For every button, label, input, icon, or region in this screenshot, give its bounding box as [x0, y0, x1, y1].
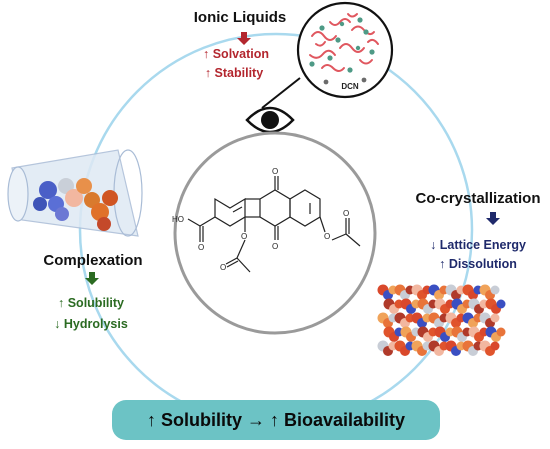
dcn-label: DCN [341, 82, 359, 91]
ionic-liquid-bubble [261, 1, 394, 109]
cocrystal-title: Co-crystallization [415, 190, 540, 207]
bioavailability-banner: ↑ Solubility → ↑ Bioavailability [112, 400, 440, 440]
atom-o-acid: O [198, 243, 204, 252]
ionic-line2: ↑ Stability [205, 66, 263, 80]
atom-ho: HO [172, 215, 184, 224]
complexation-line1: ↑ Solubility [58, 296, 124, 310]
arrow-down-icon [486, 212, 500, 225]
lattice-sphere [496, 327, 506, 337]
atom-o-ester2: O [324, 232, 330, 241]
atom-o-ester1: O [241, 232, 247, 241]
atom-o-ring2: O [343, 209, 349, 218]
lattice-sphere [490, 313, 500, 323]
lattice-sphere [496, 299, 506, 309]
lattice-sphere [490, 341, 500, 351]
atom-o-mid: O [272, 242, 278, 251]
cocrystal-line1: ↓ Lattice Energy [430, 238, 526, 252]
ionic-title: Ionic Liquids [194, 9, 287, 26]
banner-text: ↑ Solubility → ↑ Bioavailability [146, 409, 406, 430]
ionic-line1: ↑ Solvation [203, 47, 269, 61]
atom-o-top: O [272, 167, 278, 176]
cyclodextrin-cone [7, 149, 143, 237]
cocrystal-line2: ↑ Dissolution [439, 257, 517, 271]
arrow-down-icon [237, 32, 251, 45]
complexation-line2: ↓ Hydrolysis [54, 317, 128, 331]
crystal-lattice [377, 284, 506, 356]
complexation-title: Complexation [43, 252, 142, 269]
arrow-down-icon [85, 272, 99, 285]
molecule-structure [187, 176, 361, 273]
lattice-sphere [490, 285, 500, 295]
atom-o-ring: O [220, 263, 226, 272]
molecule-atom-labels: O O HO O O O O O [172, 167, 349, 272]
eye-icon [245, 106, 295, 134]
